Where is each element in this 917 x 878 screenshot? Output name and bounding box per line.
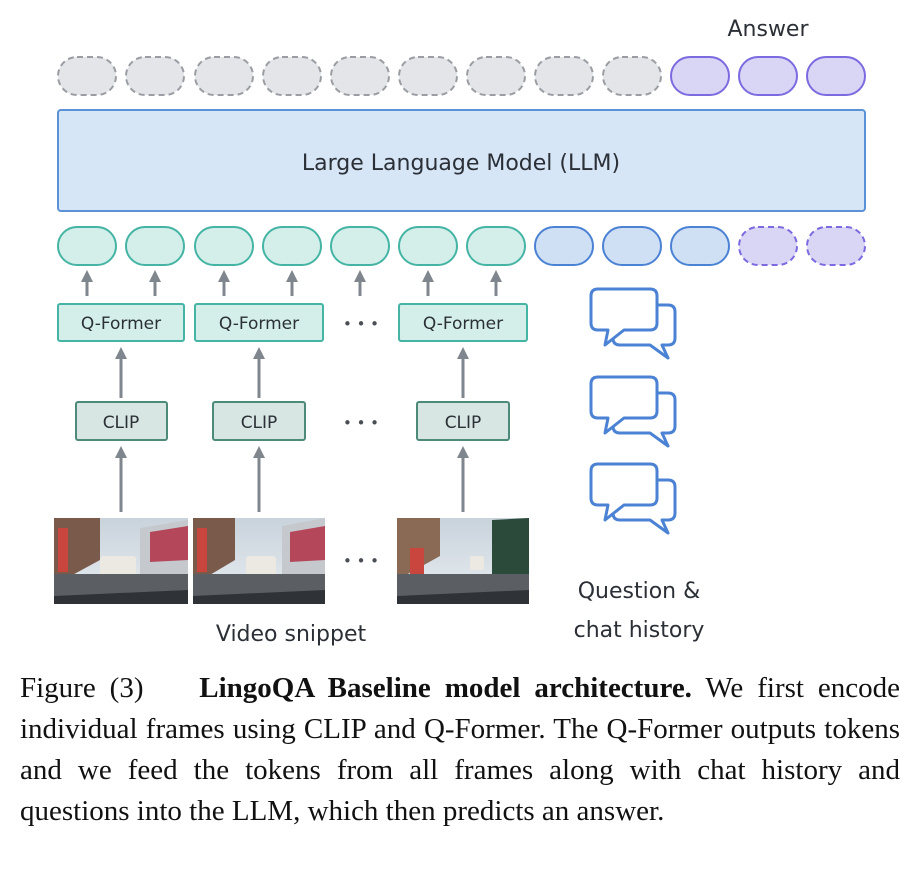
clip-label: CLIP	[103, 413, 140, 433]
qformer-to-token-arrows	[81, 270, 502, 296]
qformer-box	[194, 303, 324, 342]
vision-token	[57, 226, 117, 266]
vision-token	[194, 226, 254, 266]
video-frame	[397, 518, 529, 604]
qformer-label: Q-Former	[423, 314, 503, 334]
vision-token	[330, 226, 390, 266]
qformer-boxes: Q-Former Q-Former Q-Former • • •	[57, 303, 528, 342]
video-frame	[54, 518, 188, 604]
clip-box	[212, 401, 306, 441]
frame-to-clip-arrows	[115, 446, 469, 512]
input-tokens	[57, 226, 866, 266]
output-tokens	[57, 56, 866, 96]
llm-label: Large Language Model (LLM)	[302, 151, 620, 176]
answer-label: Answer	[727, 17, 809, 42]
masked-answer-token	[806, 226, 866, 266]
clip-box	[416, 401, 510, 441]
figure-caption: Figure (3) LingoQA Baseline model archit…	[20, 668, 900, 832]
vision-token	[262, 226, 322, 266]
masked-output-token	[125, 56, 185, 96]
text-token	[602, 226, 662, 266]
answer-token	[670, 56, 730, 96]
qformer-label: Q-Former	[81, 314, 161, 334]
qformer-box	[57, 303, 185, 342]
clip-label: CLIP	[241, 413, 278, 433]
vision-token	[398, 226, 458, 266]
masked-output-token	[534, 56, 594, 96]
masked-output-token	[262, 56, 322, 96]
ellipsis: • • •	[343, 552, 379, 570]
text-token	[670, 226, 730, 266]
llm-block	[57, 109, 866, 212]
vision-token	[125, 226, 185, 266]
ellipsis: • • •	[343, 315, 379, 333]
ellipsis: • • •	[343, 414, 379, 432]
masked-output-token	[194, 56, 254, 96]
masked-output-token	[466, 56, 526, 96]
masked-output-token	[602, 56, 662, 96]
text-token	[534, 226, 594, 266]
question-label-line1: Question &	[578, 579, 701, 604]
clip-to-qformer-arrows	[115, 347, 469, 398]
chat-bubble-icons	[589, 287, 677, 535]
question-label-line2: chat history	[574, 618, 705, 643]
video-snippet-label: Video snippet	[216, 622, 367, 647]
clip-label: CLIP	[445, 413, 482, 433]
qformer-label: Q-Former	[219, 314, 299, 334]
masked-output-token	[330, 56, 390, 96]
qformer-box	[398, 303, 528, 342]
chat-bubbles-icon	[589, 375, 677, 448]
architecture-diagram: Answer Large Language Model (LLM)	[54, 17, 866, 647]
chat-bubbles-icon	[589, 287, 677, 360]
caption-title: LingoQA Baseline model architecture.	[199, 672, 692, 704]
answer-token	[738, 56, 798, 96]
clip-box	[75, 401, 168, 441]
chat-bubbles-icon	[589, 462, 677, 535]
caption-body: We first encode individual frames using …	[20, 672, 901, 827]
masked-answer-token	[738, 226, 798, 266]
clip-boxes: CLIP CLIP CLIP • • •	[75, 401, 510, 441]
answer-token	[806, 56, 866, 96]
video-frame	[193, 518, 325, 604]
masked-output-token	[57, 56, 117, 96]
video-frames: • • •	[54, 518, 529, 604]
caption-label: Figure (3)	[20, 672, 144, 704]
vision-token	[466, 226, 526, 266]
masked-output-token	[398, 56, 458, 96]
